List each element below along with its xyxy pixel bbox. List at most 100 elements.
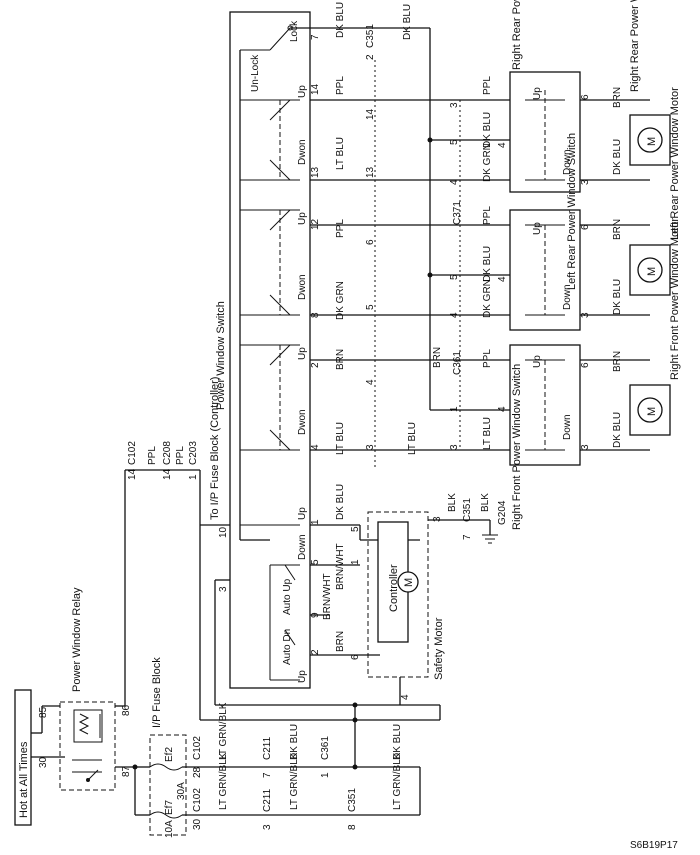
svg-text:3: 3 — [365, 444, 376, 450]
svg-text:LT GRN/BLK: LT GRN/BLK — [392, 752, 403, 810]
svg-text:LT BLU: LT BLU — [482, 417, 493, 450]
svg-text:14: 14 — [310, 83, 321, 95]
svg-text:DK BLU: DK BLU — [612, 412, 623, 448]
svg-text:LT BLU: LT BLU — [407, 422, 418, 455]
svg-text:DK BLU: DK BLU — [289, 724, 300, 760]
svg-text:Up: Up — [297, 347, 308, 360]
svg-text:8: 8 — [347, 824, 358, 830]
svg-text:14: 14 — [127, 468, 138, 480]
svg-text:C351: C351 — [462, 498, 473, 522]
svg-text:Right Front Power Window Motor: Right Front Power Window Motor — [669, 218, 681, 380]
svg-text:Up: Up — [297, 507, 308, 520]
svg-text:Right Rear Power Window Switch: Right Rear Power Window Switch — [511, 0, 523, 70]
svg-text:3: 3 — [580, 312, 591, 318]
svg-text:5: 5 — [449, 139, 460, 145]
svg-text:Auto Dn: Auto Dn — [282, 629, 293, 665]
switch-section-lr: Up Dwon — [240, 209, 308, 316]
svg-text:BRN/WHT: BRN/WHT — [335, 543, 346, 590]
svg-text:Up: Up — [532, 355, 543, 368]
svg-text:1: 1 — [310, 519, 321, 525]
svg-text:30: 30 — [192, 818, 203, 830]
svg-text:PPL: PPL — [482, 206, 493, 225]
svg-text:BRN: BRN — [432, 347, 443, 368]
svg-text:DK BLU: DK BLU — [335, 2, 346, 38]
svg-text:DK BLU: DK BLU — [402, 4, 413, 40]
svg-text:Up: Up — [532, 222, 543, 235]
svg-text:Un-Lock: Un-Lock — [250, 54, 261, 92]
svg-text:BRN: BRN — [612, 87, 623, 108]
svg-text:3: 3 — [580, 179, 591, 185]
svg-text:30A: 30A — [176, 782, 187, 800]
svg-text:5: 5 — [365, 304, 376, 310]
svg-text:M: M — [403, 578, 415, 587]
svg-text:PPL: PPL — [335, 76, 346, 95]
switch-section-driver: Up Down Auto Up Auto Dn Up — [240, 507, 308, 683]
svg-text:DK GRN: DK GRN — [482, 143, 493, 182]
svg-text:5: 5 — [310, 559, 321, 565]
svg-text:LT GRN/BLK: LT GRN/BLK — [218, 752, 229, 810]
svg-text:BLK: BLK — [447, 493, 458, 512]
svg-text:4: 4 — [497, 406, 508, 412]
svg-text:9: 9 — [310, 612, 321, 618]
svg-text:DK BLU: DK BLU — [482, 246, 493, 282]
svg-text:4: 4 — [365, 379, 376, 385]
svg-text:C211: C211 — [262, 736, 273, 760]
svg-text:Down: Down — [562, 284, 573, 310]
svg-text:Up: Up — [297, 212, 308, 225]
svg-text:DK GRN: DK GRN — [482, 279, 493, 318]
svg-text:LT BLU: LT BLU — [335, 137, 346, 170]
safety-motor-label: Safety Motor — [433, 617, 445, 680]
svg-text:Up: Up — [297, 670, 308, 683]
svg-text:87: 87 — [121, 765, 132, 777]
svg-text:M: M — [646, 267, 658, 276]
svg-text:Left Rear Power Window Switch: Left Rear Power Window Switch — [566, 133, 578, 290]
svg-text:13: 13 — [365, 166, 376, 178]
svg-text:13: 13 — [310, 166, 321, 178]
svg-text:30: 30 — [38, 756, 49, 768]
svg-text:6: 6 — [350, 654, 361, 660]
svg-text:3: 3 — [449, 444, 460, 450]
svg-text:DK GRN: DK GRN — [335, 281, 346, 320]
svg-text:I/P Fuse Block: I/P Fuse Block — [151, 657, 163, 728]
svg-text:C211: C211 — [262, 788, 273, 812]
svg-text:LT GRN/BLK: LT GRN/BLK — [218, 702, 229, 760]
svg-text:7: 7 — [310, 34, 321, 40]
svg-text:Ef7: Ef7 — [164, 800, 175, 815]
ip-fuse-block — [149, 734, 187, 836]
svg-text:5: 5 — [350, 526, 361, 532]
svg-text:C351: C351 — [365, 24, 376, 48]
safety-motor-symbol — [397, 571, 419, 593]
svg-text:Down: Down — [562, 414, 573, 440]
svg-text:2: 2 — [310, 649, 321, 655]
svg-text:C102: C102 — [192, 788, 203, 812]
svg-text:3: 3 — [580, 444, 591, 450]
svg-text:PPL: PPL — [147, 446, 158, 465]
figure-id: S6B19P17 — [630, 840, 678, 851]
left-rear-window-motor — [629, 244, 671, 296]
svg-text:Ef2: Ef2 — [164, 747, 175, 762]
svg-text:Right Rear Power Window Motor: Right Rear Power Window Motor — [629, 0, 641, 92]
svg-text:3: 3 — [262, 824, 273, 830]
svg-text:G204: G204 — [497, 500, 508, 525]
svg-text:14: 14 — [365, 108, 376, 120]
svg-text:DK BLU: DK BLU — [612, 139, 623, 175]
svg-text:BRN: BRN — [335, 631, 346, 652]
svg-text:2: 2 — [310, 362, 321, 368]
svg-text:6: 6 — [580, 224, 591, 230]
svg-text:C102: C102 — [192, 736, 203, 760]
svg-text:DK BLU: DK BLU — [612, 279, 623, 315]
svg-text:3: 3 — [432, 516, 443, 522]
svg-text:3: 3 — [449, 102, 460, 108]
svg-text:C361: C361 — [320, 736, 331, 760]
svg-text:M: M — [646, 137, 658, 146]
svg-text:Down: Down — [297, 534, 308, 560]
svg-text:8: 8 — [310, 312, 321, 318]
svg-text:Up: Up — [532, 87, 543, 100]
svg-text:PPL: PPL — [335, 219, 346, 238]
svg-text:PPL: PPL — [482, 349, 493, 368]
svg-text:6: 6 — [580, 362, 591, 368]
svg-text:C102: C102 — [127, 441, 138, 465]
svg-text:C203: C203 — [188, 441, 199, 465]
svg-text:14: 14 — [162, 468, 173, 480]
svg-text:85: 85 — [38, 706, 49, 718]
